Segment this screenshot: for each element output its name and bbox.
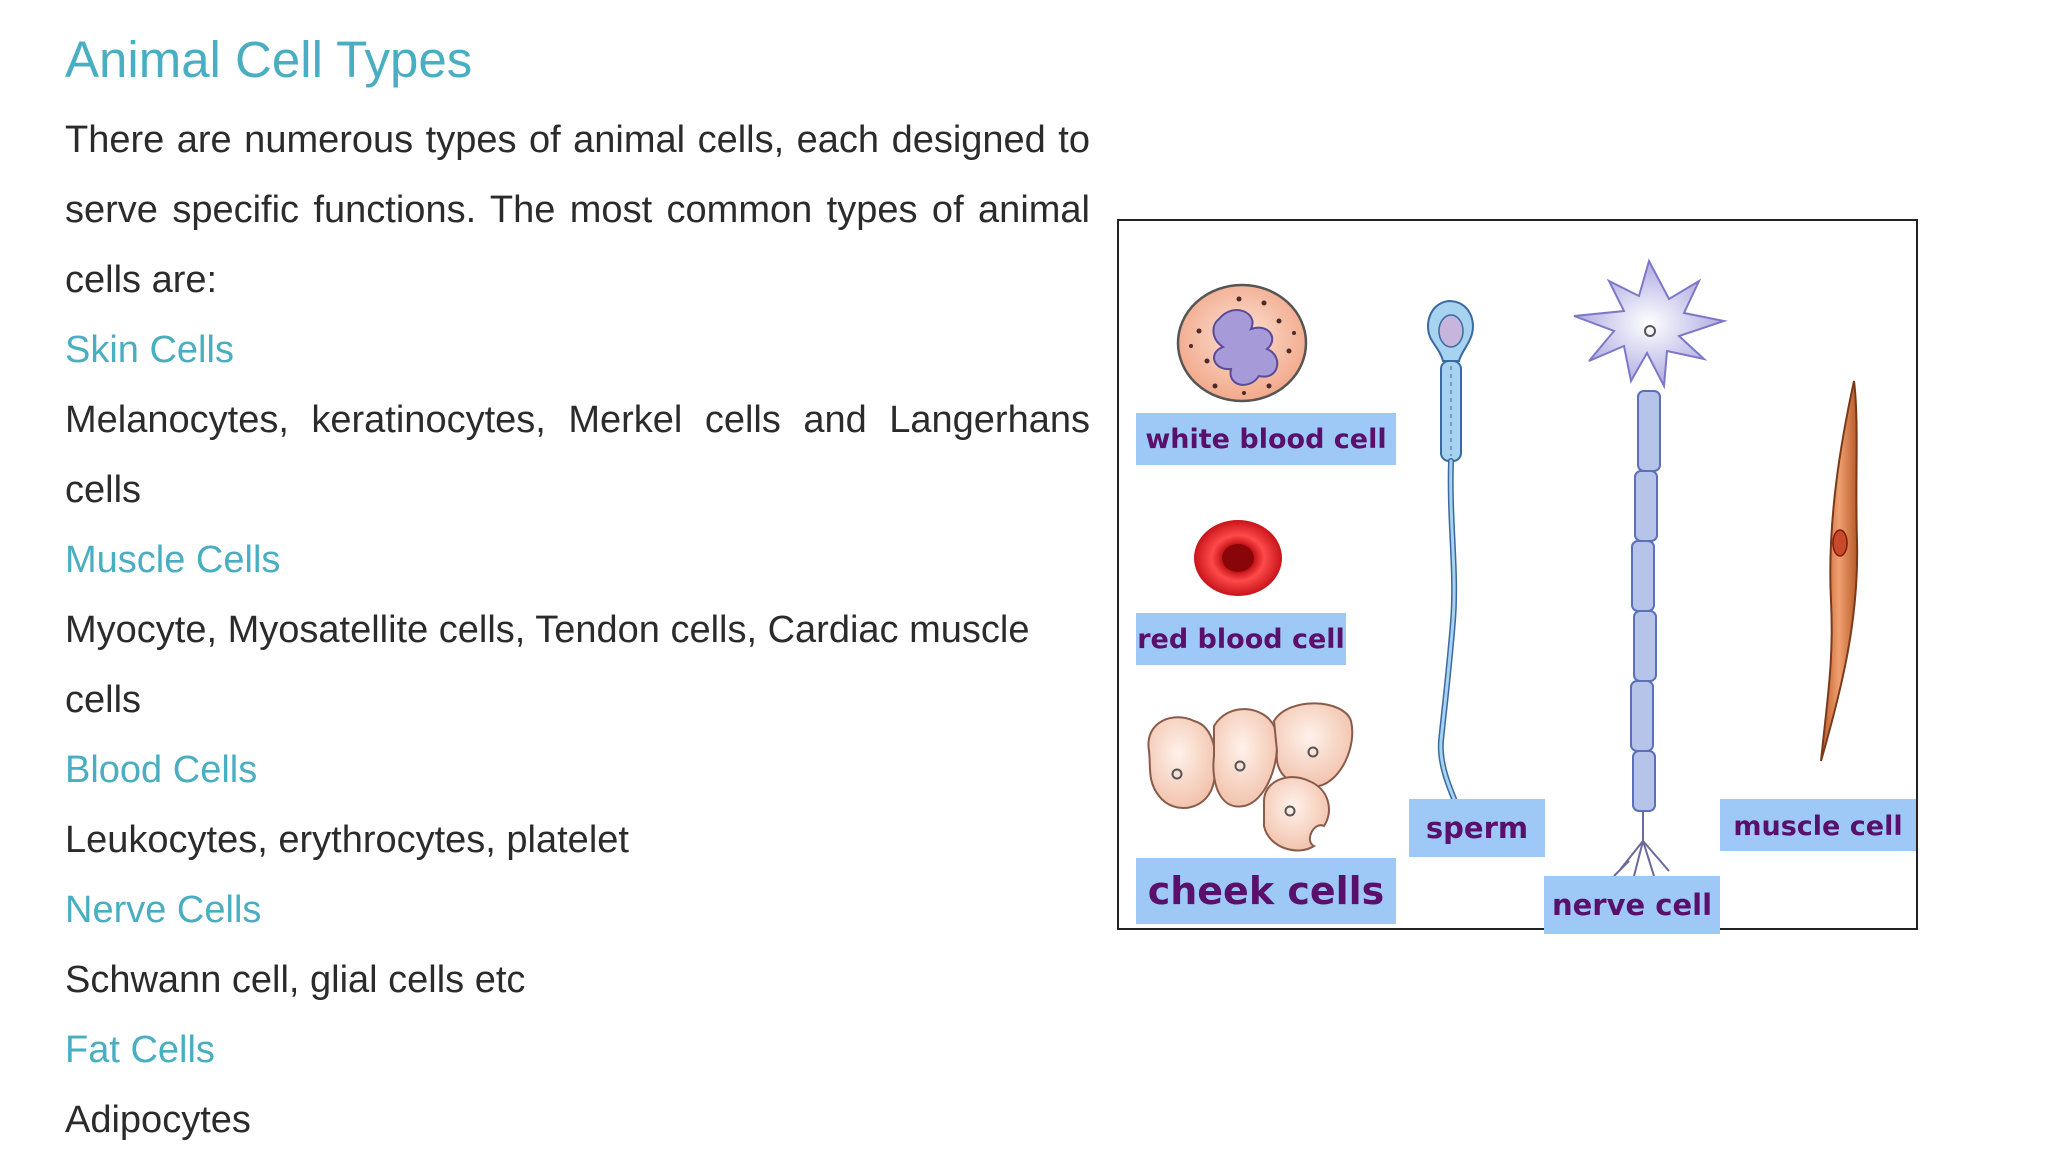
category-title-blood: Blood Cells bbox=[65, 749, 258, 791]
muscle-cell-drawing bbox=[1820, 380, 1859, 762]
category-desc-skin: Melanocytes, keratinocytes, Merkel cells… bbox=[65, 399, 1090, 511]
white-blood-cell-drawing bbox=[1176, 283, 1308, 403]
category-title-muscle: Muscle Cells bbox=[65, 539, 281, 581]
content-body: There are numerous types of animal cells… bbox=[65, 105, 1090, 1152]
nerve-cell-drawing bbox=[1573, 258, 1728, 877]
intro-paragraph: There are numerous types of animal cells… bbox=[65, 119, 1090, 301]
label-muscle-cell: muscle cell bbox=[1720, 799, 1916, 851]
cheek-cells-drawing bbox=[1147, 702, 1354, 852]
cell-types-illustration: white blood cell red blood cell cheek ce… bbox=[1136, 258, 1916, 934]
cell-types-figure: white blood cell red blood cell cheek ce… bbox=[1117, 219, 1918, 934]
category-title-skin: Skin Cells bbox=[65, 329, 234, 371]
label-muscle-cell-text: muscle cell bbox=[1733, 811, 1902, 842]
label-sperm: sperm bbox=[1409, 799, 1545, 857]
category-title-fat: Fat Cells bbox=[65, 1029, 215, 1071]
category-desc-muscle: Myocyte, Myosatellite cells, Tendon cell… bbox=[65, 609, 1030, 721]
category-desc-nerve: Schwann cell, glial cells etc bbox=[65, 959, 526, 1001]
category-desc-blood: Leukocytes, erythrocytes, platelet bbox=[65, 819, 629, 861]
label-red-blood-cell-text: red blood cell bbox=[1137, 624, 1345, 655]
label-red-blood-cell: red blood cell bbox=[1136, 613, 1346, 665]
red-blood-cell-drawing bbox=[1194, 520, 1282, 596]
label-nerve-cell-text: nerve cell bbox=[1552, 888, 1712, 922]
label-white-blood-cell: white blood cell bbox=[1136, 413, 1396, 465]
page-title: Animal Cell Types bbox=[65, 31, 473, 88]
label-nerve-cell: nerve cell bbox=[1544, 876, 1720, 934]
label-sperm-text: sperm bbox=[1426, 811, 1528, 845]
category-title-nerve: Nerve Cells bbox=[65, 889, 262, 931]
label-cheek-cells-text: cheek cells bbox=[1148, 869, 1385, 913]
label-white-blood-cell-text: white blood cell bbox=[1145, 424, 1386, 455]
sperm-drawing bbox=[1427, 299, 1474, 814]
label-cheek-cells: cheek cells bbox=[1136, 858, 1396, 924]
category-desc-fat: Adipocytes bbox=[65, 1099, 251, 1141]
